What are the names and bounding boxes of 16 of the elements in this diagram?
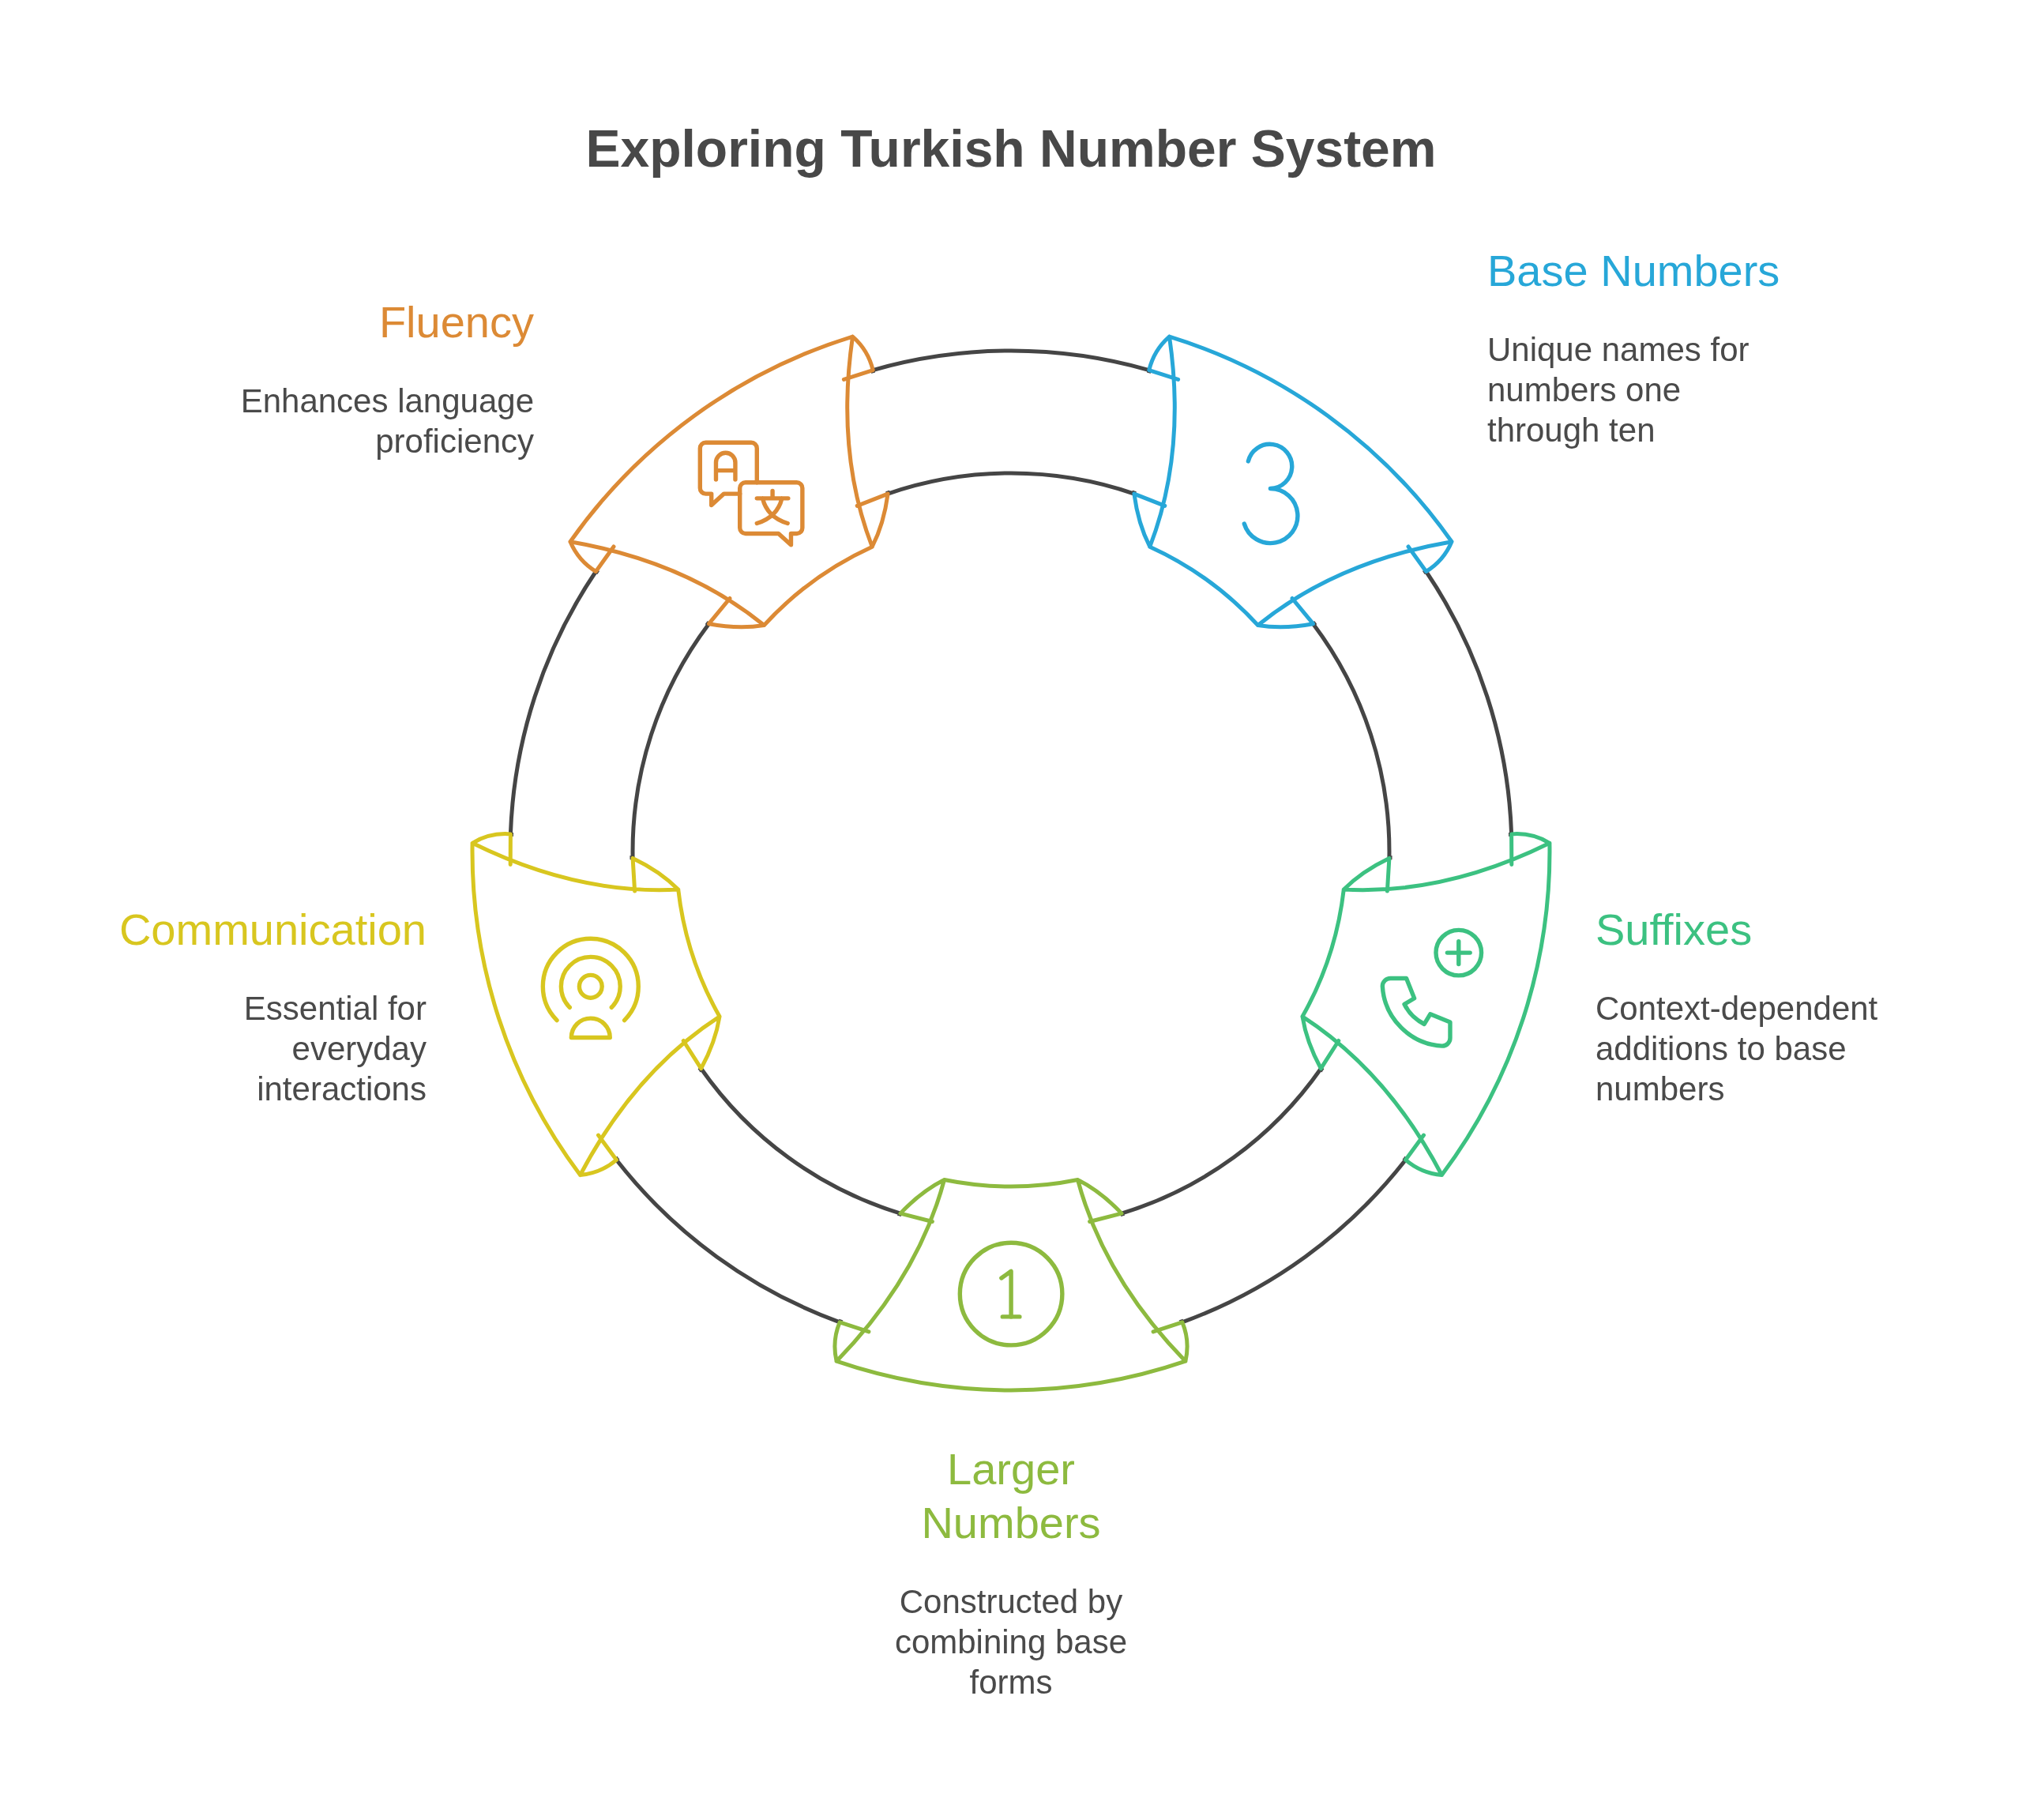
step-title: Suffixes: [1595, 904, 1753, 954]
step-description: Enhances language proficiency: [240, 382, 534, 460]
step-description: Unique names for numbers one through ten: [1487, 331, 1750, 449]
ring-band: [614, 1066, 903, 1325]
step-title: Larger Numbers: [921, 1444, 1101, 1547]
step-description: Essential for everyday interactions: [243, 990, 427, 1107]
ring-band: [508, 570, 711, 860]
step-title: Fluency: [378, 297, 534, 347]
step-title: Base Numbers: [1487, 246, 1780, 295]
ring-band: [870, 349, 1152, 496]
diagram-title: Exploring Turkish Number System: [585, 118, 1437, 179]
ring-band: [1119, 1066, 1408, 1325]
step-description: Context-dependent additions to base numbers: [1595, 990, 1878, 1107]
step-title: Communication: [118, 904, 427, 954]
step-description: Constructed by combining base forms: [894, 1583, 1128, 1701]
ring-band: [1311, 570, 1514, 860]
